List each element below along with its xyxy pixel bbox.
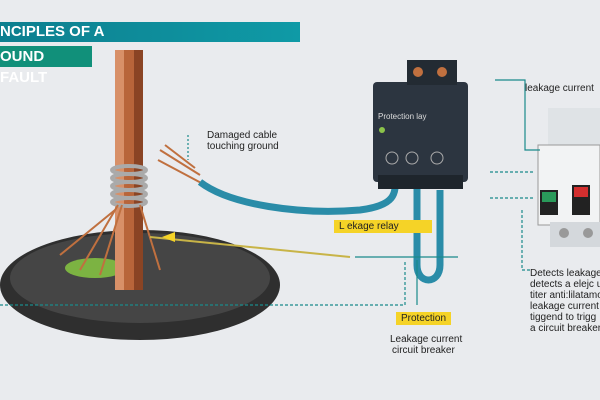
touching-ground-label: touching ground: [207, 141, 279, 152]
damaged-cable-label: Damaged cable: [207, 130, 278, 141]
detects-line: titer anti:lilatamo: [530, 290, 600, 301]
breaker-label-1: Leakage current: [390, 334, 463, 345]
title-banner-1: NCIPLES OF A: [0, 22, 300, 42]
title-line-2: OUND FAULT: [0, 48, 48, 86]
relay-name-label: Protection lay: [378, 112, 427, 121]
copper-strands: [59, 144, 206, 276]
title-line-1: NCIPLES OF A: [0, 23, 105, 40]
detects-line: a circuit breaker: [530, 323, 600, 334]
detects-line: tiggend to trigg: [530, 312, 597, 323]
leakage-current-label: leakage current: [525, 83, 594, 94]
protection-relay: [373, 82, 468, 182]
grass-patch: [65, 258, 125, 278]
connector-lines: [0, 79, 540, 306]
breaker-label-2: circuit breaker: [392, 345, 455, 356]
damaged-cable: [197, 174, 399, 215]
protection-label: Protection: [396, 312, 452, 325]
detects-line: leakage current a: [530, 301, 600, 312]
status-led-icon: [379, 127, 385, 133]
clamp-coil: [110, 164, 148, 208]
title-banner-2: OUND FAULT: [0, 46, 92, 86]
leakage-relay-label: L ekage relay: [334, 220, 432, 233]
detects-line: Detects leakage cu: [530, 268, 600, 279]
detects-text: Detects leakage cu detects a elejc u tit…: [530, 268, 600, 334]
arrow-icon: [162, 232, 175, 242]
detects-line: detects a elejc u: [530, 279, 600, 290]
